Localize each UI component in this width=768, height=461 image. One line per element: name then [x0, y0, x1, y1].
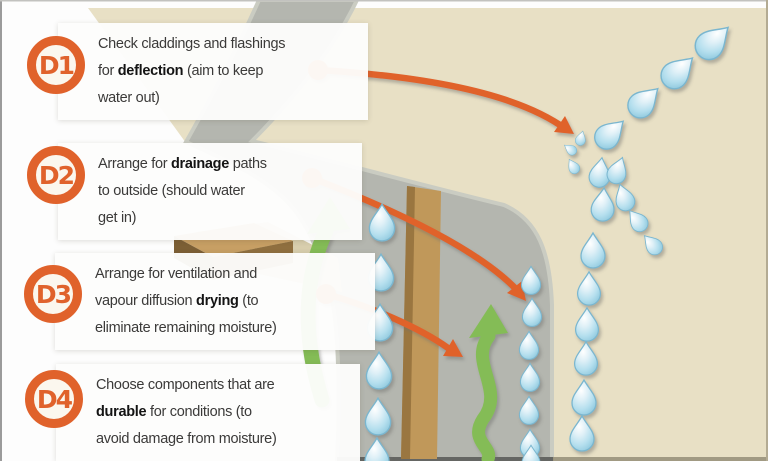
d1-badge-label: D1	[38, 50, 75, 80]
bottom-edge-wall	[337, 457, 553, 461]
principle-text-line: durable for conditions (to	[96, 404, 252, 420]
d2-text: Arrange for drainage paths to outside (sh…	[98, 151, 350, 232]
principle-text-line: vapour diffusion drying (to	[95, 293, 259, 309]
d2-badge-label: D2	[38, 160, 75, 190]
principle-text-line: eliminate remaining moisture)	[95, 320, 277, 336]
principle-text-line: Choose components that are	[96, 377, 275, 393]
d3-badge: D3	[24, 265, 82, 323]
d4-badge-label: D4	[36, 384, 73, 414]
right-frame-edge	[766, 0, 768, 461]
wavy-up-arrow-icon	[472, 329, 498, 461]
principle-text-line: get in)	[98, 210, 137, 226]
wavy-up-arrowhead-icon	[469, 304, 508, 338]
d4-text: Choose components that are durable for co…	[96, 372, 348, 453]
principle-text-line: for deflection (aim to keep	[98, 63, 264, 79]
principle-card-d2: D2 Arrange for drainage paths to outside …	[27, 143, 362, 240]
left-frame-edge	[0, 0, 2, 461]
top-frame-edge	[0, 0, 768, 2]
d4-badge: D4	[25, 370, 83, 428]
d3-text: Arrange for ventilation and vapour diffus…	[95, 261, 363, 342]
principle-text-line: Check claddings and flashings	[98, 36, 286, 52]
d3-badge-label: D3	[35, 279, 72, 309]
d3-callout-arrowhead-icon	[443, 339, 463, 357]
principle-card-d3: D3 Arrange for ventilation and vapour dif…	[24, 253, 375, 350]
bottom-edge-ground	[553, 457, 768, 461]
principle-text-line: to outside (should water	[98, 183, 245, 199]
principle-text-line: Arrange for drainage paths	[98, 156, 267, 172]
principle-card-d1: D1 Check claddings and flashings for defl…	[27, 23, 368, 120]
principle-text-line: avoid damage from moisture)	[96, 431, 277, 447]
d1-text: Check claddings and flashings for deflect…	[98, 31, 356, 112]
principle-text-line: water out)	[98, 90, 160, 106]
principle-text-line: Arrange for ventilation and	[95, 266, 257, 282]
d1-badge: D1	[27, 36, 85, 94]
d1-callout-arrowhead-icon	[554, 116, 574, 134]
d2-badge: D2	[27, 146, 85, 204]
principle-card-d4: D4 Choose components that are durable for…	[25, 364, 360, 461]
